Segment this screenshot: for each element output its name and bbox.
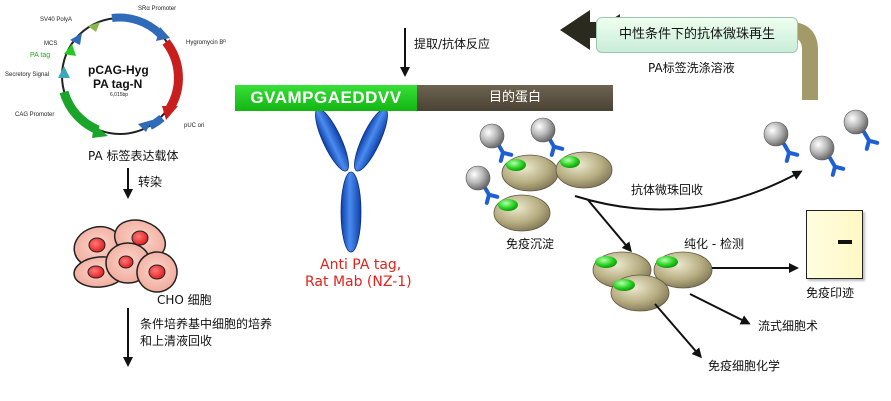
to-purification-arrow [587, 199, 632, 253]
vector-caption: PA 标签表达载体 [88, 149, 179, 163]
purify-label: 纯化 - 检测 [684, 237, 744, 251]
western-label: 免疫印迹 [806, 286, 855, 300]
antibody-label-line2: Rat Mab (NZ-1) [305, 274, 412, 290]
elution-label: PA标签洗涤溶液 [648, 61, 735, 75]
regeneration-box: 中性条件下的抗体微珠再生 [596, 17, 798, 53]
feature-cag: CAG Promoter [15, 112, 55, 118]
flow-label: 流式细胞术 [758, 319, 819, 333]
hygromycin-segment [162, 39, 183, 111]
feature-sra: SRα Promoter [138, 6, 177, 12]
vector-size: 6,015bp [110, 92, 129, 98]
secretory-signal-marker [58, 66, 70, 78]
pa-tag-dot [498, 199, 518, 211]
vector-name-line2: PA tag-N [93, 77, 143, 91]
western-blot-membrane [806, 210, 863, 279]
target-protein-bar: 目的蛋白 [417, 85, 613, 111]
antibody-bead [465, 165, 491, 191]
feature-sv40: SV40 PolyA [40, 17, 73, 23]
pa-tag-dot [613, 279, 635, 291]
pa-tag-dot [595, 256, 617, 268]
cho-nucleus [87, 265, 105, 279]
sra-promoter-segment [111, 13, 163, 37]
step-culture-line2: 和上清液回收 [140, 334, 213, 348]
feature-hygromycin: Hygromycin Bᴿ [186, 40, 227, 46]
cho-nucleus [118, 255, 134, 269]
recovery-label: 抗体微珠回收 [631, 183, 704, 197]
cho-nucleus [148, 264, 166, 280]
pa-tag-marker [64, 44, 76, 56]
puc-ori-segment [148, 114, 165, 130]
ip-bead-complexes [465, 117, 613, 232]
hygromycin-arrowhead [162, 106, 178, 120]
bead-recovery-arrow [574, 170, 803, 211]
anti-pa-antibody [315, 108, 388, 253]
regenerated-bead [809, 135, 835, 161]
regenerated-bead [763, 121, 789, 147]
pa-tag-dot [506, 159, 526, 171]
vector-name-line1: pCAG-Hyg [88, 63, 149, 77]
antibody-arm-right [354, 108, 388, 172]
pa-tag-dot [656, 256, 678, 268]
pa-tag-dot [560, 156, 580, 168]
to-flow-arrow [689, 293, 751, 325]
cho-nucleus [88, 237, 106, 253]
antibody-stem [340, 171, 362, 253]
cag-promoter-arrowhead [92, 124, 108, 138]
antibody-bead [530, 117, 556, 143]
step-transfect: 转染 [138, 175, 163, 189]
cag-promoter-segment [59, 90, 100, 135]
regenerated-beads [763, 109, 880, 177]
mini-antibody [862, 130, 880, 151]
pa-tag-sequence-bar: GVAMPGAEDDVV [235, 85, 417, 111]
feature-secretory: Secretory Signal [5, 72, 50, 78]
step-cho: CHO 细胞 [157, 293, 212, 307]
antibody-arm-left [315, 108, 349, 172]
to-ihc-arrow [654, 303, 702, 359]
plasmid-map [58, 13, 183, 138]
regenerated-bead [843, 109, 869, 135]
sv40-marker [88, 22, 100, 32]
step-extract: 提取/抗体反应 [414, 37, 491, 51]
step-culture-line1: 条件培养基中细胞的培养 [140, 317, 273, 331]
ip-label: 免疫沉淀 [506, 237, 555, 251]
antibody-label-line1: Anti PA tag, [320, 257, 402, 273]
feature-mcs: MCS [44, 41, 58, 47]
mini-antibody-shape [782, 142, 800, 163]
feature-pa-tag: PA tag [30, 52, 51, 59]
western-blot-band [838, 240, 852, 244]
antibody-bead [479, 123, 505, 149]
ihc-label: 免疫细胞化学 [708, 359, 781, 373]
cho-nucleus [131, 230, 149, 246]
cho-cell-cluster [73, 219, 178, 293]
mcs-marker [70, 33, 82, 45]
puc-ori-arrowhead [138, 120, 152, 132]
mini-antibody-shape [862, 130, 880, 151]
sra-promoter-arrowhead [156, 27, 170, 41]
mini-antibody [782, 142, 800, 163]
mini-antibody [828, 156, 846, 177]
feature-puc: pUC ori [184, 123, 205, 129]
mini-antibody-shape [828, 156, 846, 177]
purified-complexes [592, 251, 713, 312]
